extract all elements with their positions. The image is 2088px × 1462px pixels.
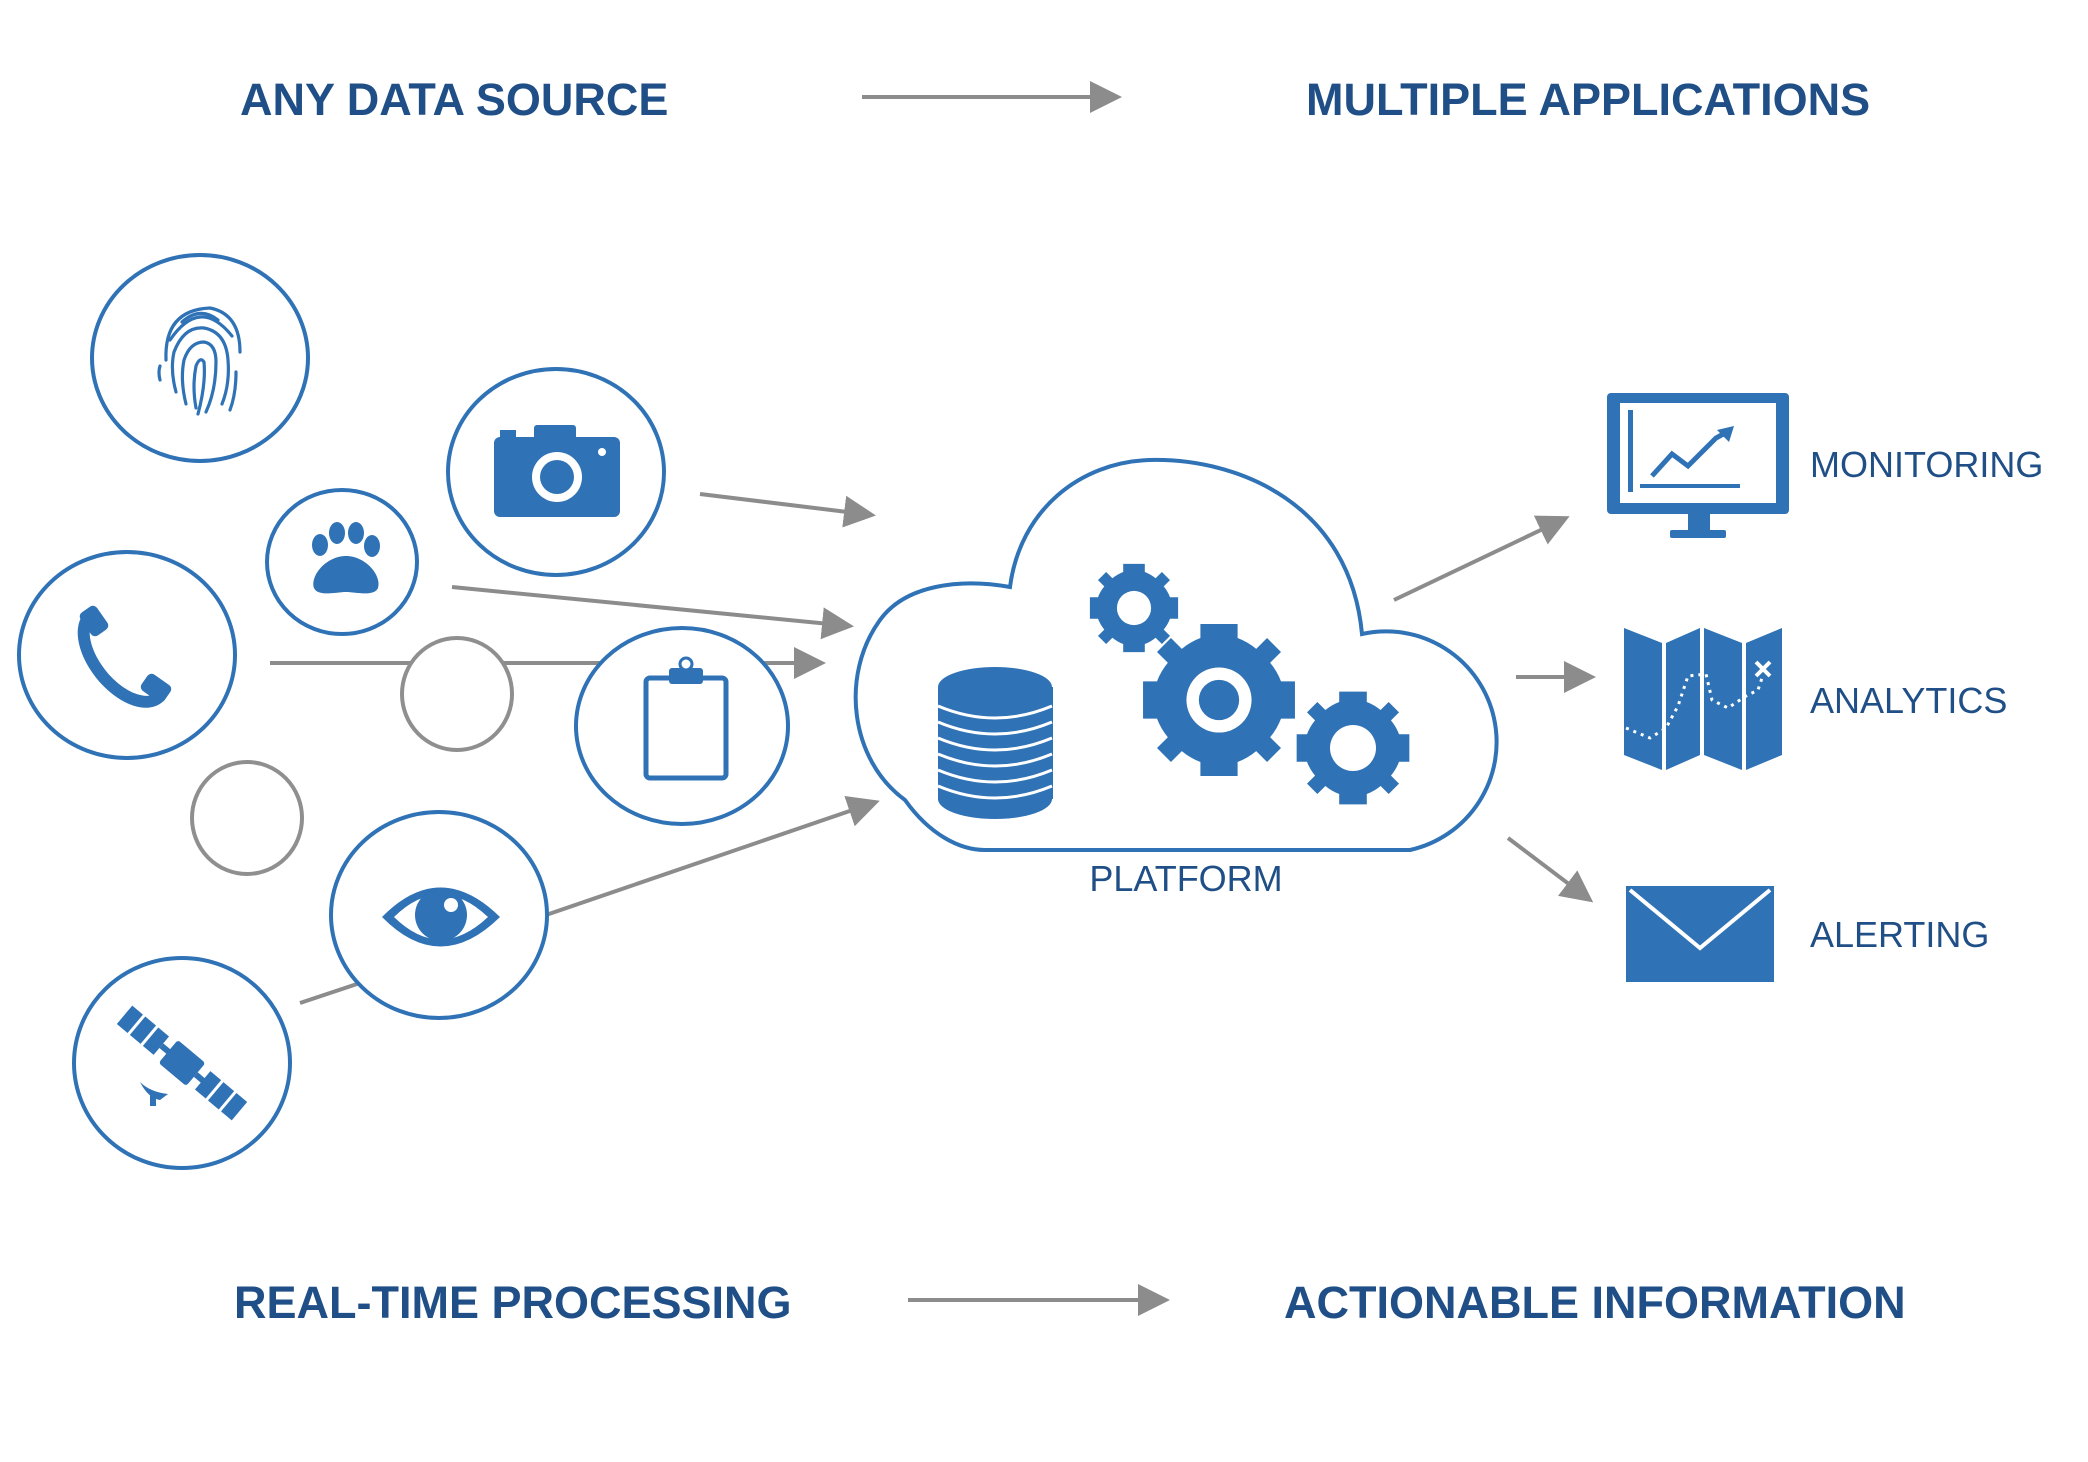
paw-print-icon [312,522,380,594]
heading-multiple-applications: MULTIPLE APPLICATIONS [1306,74,1870,125]
source-connectors [270,492,880,1005]
envelope-icon [1626,886,1774,982]
data-sources [17,253,790,1170]
connector-monitoring [1393,515,1570,602]
map-icon [1624,628,1782,770]
application-alerting-label: ALERTING [1810,914,1989,955]
heading-actionable-information: ACTIONABLE INFORMATION [1284,1277,1906,1328]
source-fingerprint [90,253,310,463]
heading-any-data-source: ANY DATA SOURCE [240,74,668,125]
application-monitoring-label: MONITORING [1810,444,2043,485]
heading-real-time-processing: REAL-TIME PROCESSING [234,1277,792,1328]
camera-icon [494,425,620,517]
connector-paw [451,585,854,640]
source-empty-circle-1 [400,636,514,752]
satellite-icon [116,1005,248,1121]
connector-camera [699,492,876,528]
monitor-chart-icon [1607,393,1789,538]
gear-icon [1296,691,1410,805]
phone-icon [77,605,172,708]
source-phone [17,550,237,760]
application-connectors [1393,515,1596,903]
application-analytics-label: ANALYTICS [1810,680,2007,721]
eye-icon [382,887,500,947]
gear-icon [1143,624,1295,776]
connector-satellite [299,981,361,1005]
source-empty-circle-2 [190,760,304,876]
database-icon [937,667,1053,819]
connector-eye [545,795,880,917]
platform-cloud: PLATFORM [853,457,1499,899]
platform-label: PLATFORM [1089,858,1282,899]
source-clipboard [574,626,790,826]
connector-alerting [1506,836,1594,903]
applications: MONITORING ANALYTICS ALERTING [1607,393,2043,982]
gear-icon [1089,563,1179,653]
clipboard-icon [643,656,729,781]
fingerprint-icon [157,306,242,416]
